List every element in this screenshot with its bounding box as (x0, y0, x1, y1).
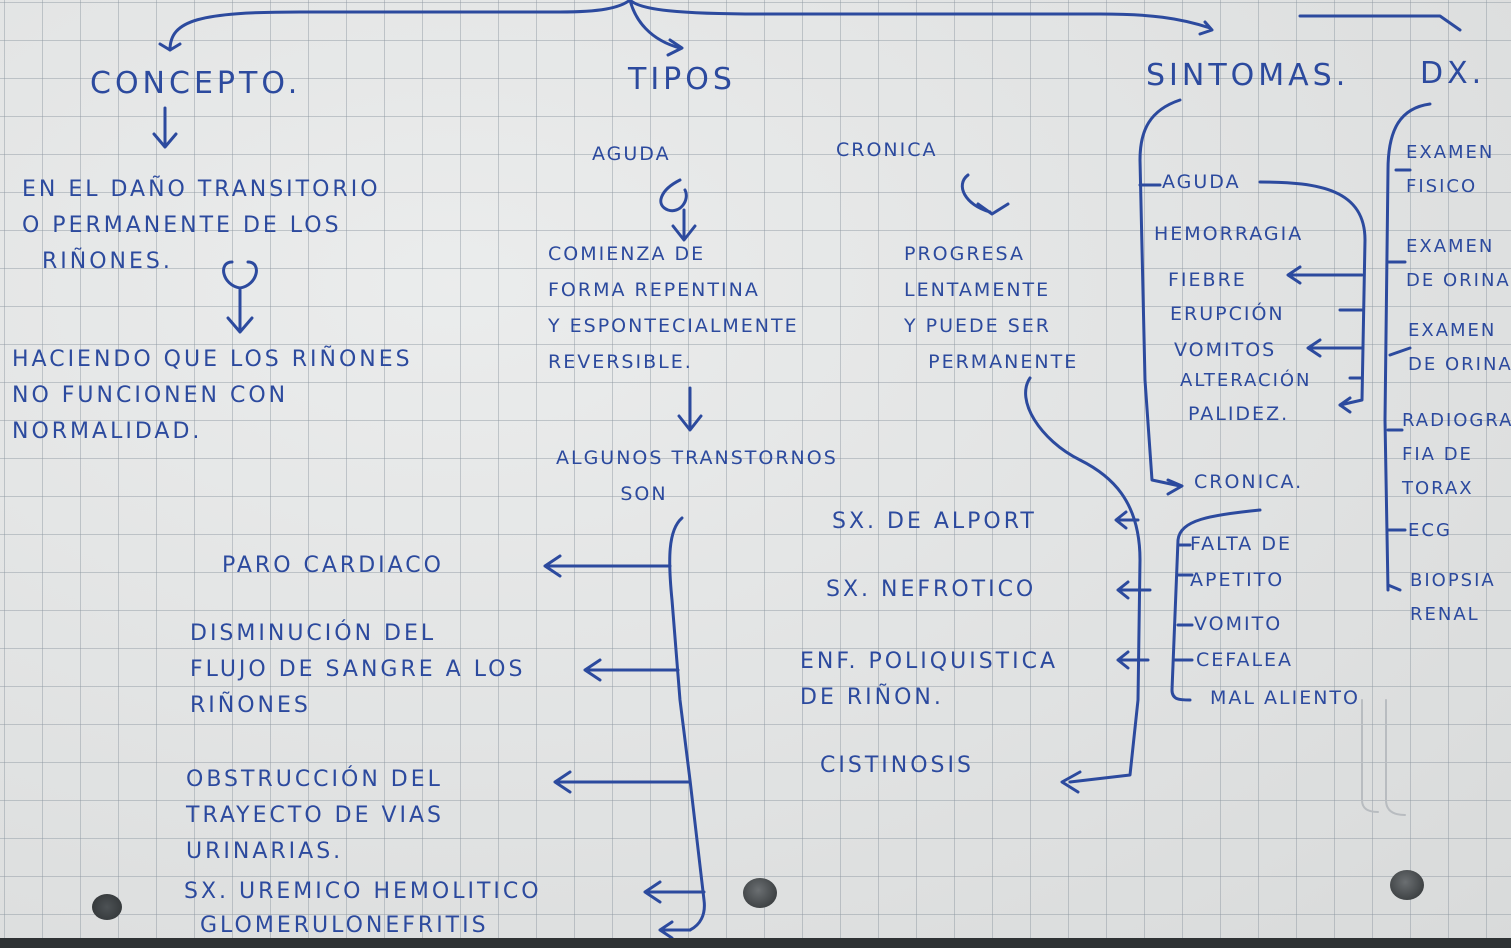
header-dx: DX. (1420, 56, 1486, 91)
dx-ecg: ECG (1408, 520, 1452, 541)
dx-examen-orina-1: EXAMEN DE ORINA (1406, 236, 1511, 291)
binder-hole (92, 894, 122, 920)
table-edge (0, 938, 1511, 948)
cause-enf-poliquistica: ENF. POLIQUISTICA DE RIÑON. (800, 649, 1059, 710)
cause-sx-alport: SX. DE ALPORT (832, 509, 1037, 534)
symptom-vomito: VOMITO (1194, 613, 1283, 635)
concepto-consequence: HACIENDO QUE LOS RIÑONES NO FUNCIONEN CO… (12, 347, 413, 444)
cause-glomerulonefritis: GLOMERULONEFRITIS (200, 913, 489, 938)
cause-obstruccion: OBSTRUCCIÓN DEL TRAYECTO DE VIAS URINARI… (186, 767, 445, 864)
binder-hole (1390, 870, 1424, 900)
symptom-fiebre: FIEBRE (1168, 269, 1247, 291)
concepto-definition: EN EL DAÑO TRANSITORIO O PERMANENTE DE L… (22, 177, 381, 274)
dx-examen-orina-2: EXAMEN DE ORINA (1408, 320, 1511, 375)
sintomas-cronica-label: CRONICA. (1194, 471, 1304, 493)
cause-sx-uremico: SX. UREMICO HEMOLITICO (184, 879, 542, 904)
symptom-cefalea: CEFALEA (1196, 649, 1294, 671)
header-tipos: TIPOS (628, 62, 736, 97)
symptom-falta-apetito: FALTA DE APETITO (1190, 533, 1292, 591)
header-sintomas: SINTOMAS. (1146, 58, 1350, 93)
symptom-palidez: PALIDEZ. (1188, 403, 1290, 425)
symptom-hemorragia: HEMORRAGIA (1154, 223, 1304, 245)
cause-cistinosis: CISTINOSIS (820, 753, 974, 778)
header-concepto: CONCEPTO. (90, 66, 302, 101)
symptom-mal-aliento: MAL ALIENTO (1210, 687, 1360, 709)
cause-flujo-sangre: DISMINUCIÓN DEL FLUJO DE SANGRE A LOS RI… (190, 621, 526, 718)
symptom-vomitos: VOMITOS (1174, 339, 1277, 361)
tipo-cronica-label: CRONICA (836, 139, 938, 161)
binder-hole (743, 878, 777, 908)
symptom-alteracion: ALTERACIÓN (1180, 370, 1312, 391)
dx-examen-fisico: EXAMEN FISICO (1406, 142, 1495, 197)
symptom-erupcion: ERUPCIÓN (1170, 303, 1285, 325)
cause-paro-cardiaco: PARO CARDIACO (222, 553, 444, 578)
transtornos-label: ALGUNOS TRANSTORNOS SON (556, 447, 838, 505)
dx-column: EXAMEN FISICO EXAMEN DE ORINA EXAMEN DE … (1400, 0, 1511, 948)
tipo-aguda-description: COMIENZA DE FORMA REPENTINA Y ESPONTECIA… (548, 243, 799, 373)
cause-sx-nefrotico: SX. NEFROTICO (826, 577, 1037, 602)
tipo-cronica-description: PROGRESA LENTAMENTE Y PUEDE SER PERMANEN… (904, 243, 1079, 373)
tipo-aguda-label: AGUDA (592, 143, 671, 165)
dx-radiografia-torax: RADIOGRA FIA DE TORAX (1402, 410, 1511, 499)
dx-biopsia-renal: BIOPSIA RENAL (1410, 570, 1496, 625)
sintomas-aguda-label: AGUDA (1162, 171, 1241, 193)
